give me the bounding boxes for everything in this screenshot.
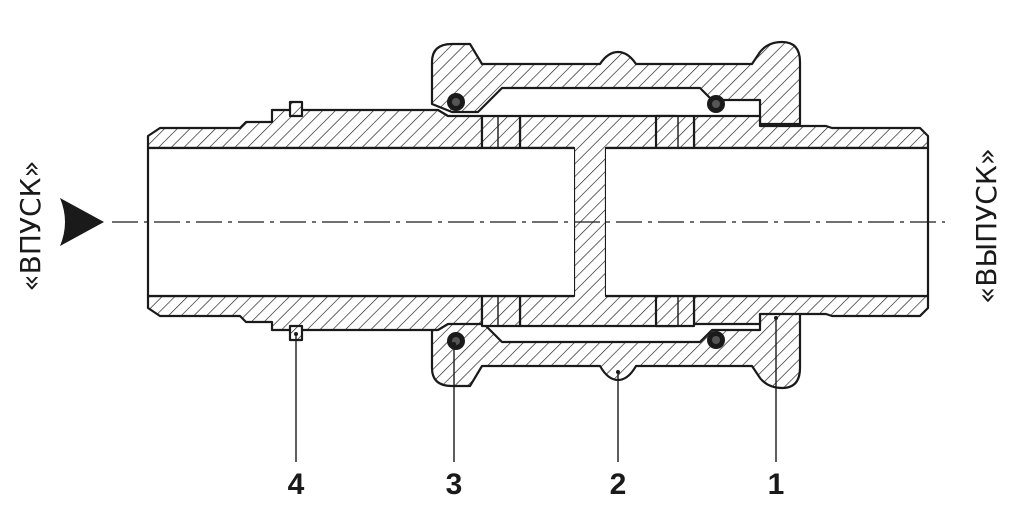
callout-number-1: 1	[768, 468, 785, 501]
outlet-pipe	[692, 114, 930, 326]
arrow-right-icon	[60, 198, 104, 246]
o-rings	[447, 93, 725, 350]
leader-lines	[294, 316, 778, 462]
callout-number-2: 2	[610, 468, 627, 501]
outlet-label: «ВЫПУСК»	[970, 148, 1003, 304]
inlet-label: «ВПУСК»	[14, 160, 47, 291]
outer-sleeve	[430, 40, 802, 390]
callout-number-3: 3	[446, 468, 463, 501]
inlet-pipe	[146, 108, 484, 332]
callout-number-4: 4	[288, 468, 305, 501]
